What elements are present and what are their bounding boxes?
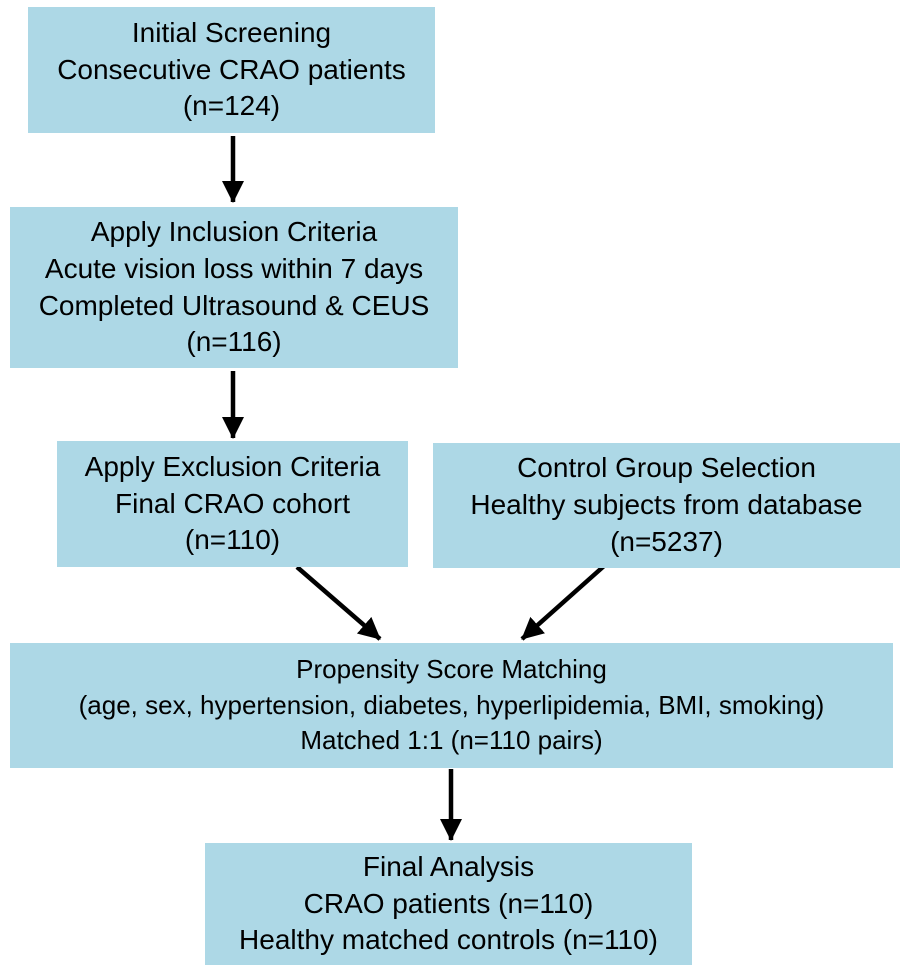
flow-box-initial-screening: Initial Screening Consecutive CRAO patie… [28,7,435,133]
box-line: Apply Exclusion Criteria [84,450,381,482]
flow-box-final-analysis: Final Analysis CRAO patients (n=110) Hea… [205,843,692,965]
box-line: (n=110) [184,524,281,556]
box-line: Propensity Score Matching [296,653,607,684]
arrow-exclusion-to-matching [295,565,382,641]
box-line: (n=124) [182,90,281,122]
flow-box-inclusion-criteria: Apply Inclusion Criteria Acute vision lo… [10,207,458,368]
box-line: Healthy subjects from database [470,489,863,521]
box-line: Completed Ultrasound & CEUS [38,289,430,321]
flow-box-propensity-score-matching: Propensity Score Matching (age, sex, hyp… [10,643,893,768]
box-line: Final Analysis [362,850,535,882]
box-line: (n=116) [186,326,282,358]
box-line: Apply Inclusion Criteria [90,215,378,247]
flow-box-control-group-selection: Control Group Selection Healthy subjects… [433,443,900,568]
flow-box-exclusion-criteria: Apply Exclusion Criteria Final CRAO coho… [57,441,408,567]
box-line: CRAO patients (n=110) [303,887,594,919]
box-line: Acute vision loss within 7 days [44,252,424,284]
box-line: Consecutive CRAO patients [57,53,406,85]
box-line: Healthy matched controls (n=110) [239,924,658,956]
box-line: (age, sex, hypertension, diabetes, hyper… [78,689,825,720]
box-line: (n=5237) [610,525,723,557]
arrow-control-to-matching [520,564,606,641]
box-line: Control Group Selection [517,452,816,484]
box-line: Final CRAO cohort [115,487,350,519]
box-line: Matched 1:1 (n=110 pairs) [300,725,603,756]
box-line: Initial Screening [131,16,332,48]
